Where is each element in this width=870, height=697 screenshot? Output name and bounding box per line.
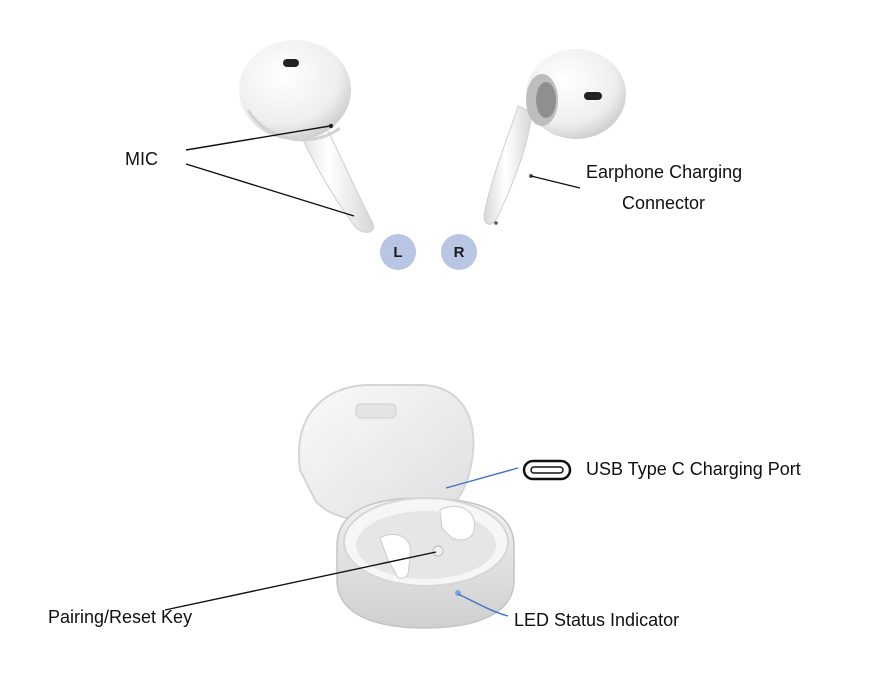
charging-connector-label-line1: Earphone Charging: [586, 162, 743, 182]
right-earbud: [483, 49, 626, 225]
usb-port-label: USB Type C Charging Port: [586, 459, 801, 479]
pairing-reset-key: [432, 545, 444, 557]
charging-connector-leader: [530, 175, 581, 189]
left-earbud: [239, 40, 374, 233]
led-indicator-label: LED Status Indicator: [514, 610, 680, 630]
right-badge-text: R: [453, 243, 465, 261]
pairing-key-leader: [164, 551, 437, 611]
left-badge-text: L: [393, 243, 403, 261]
right-badge: R: [441, 234, 477, 270]
mic-leader-bottom: [185, 163, 355, 217]
mic-leader-top: [185, 125, 331, 151]
left-badge: L: [380, 234, 416, 270]
charging-case: [297, 384, 515, 629]
right-speaker-grill: [584, 92, 602, 100]
usb-c-port-icon: [522, 459, 572, 481]
mic-label: MIC: [125, 149, 158, 169]
usb-port-leader: [445, 467, 519, 489]
charging-connector-label-line2: Connector: [622, 193, 706, 213]
pairing-key-label: Pairing/Reset Key: [48, 607, 193, 627]
left-mic-hole: [328, 123, 334, 129]
led-indicator-leader: [457, 593, 509, 617]
leader-lines: [164, 125, 581, 617]
left-speaker-grill: [283, 59, 299, 67]
